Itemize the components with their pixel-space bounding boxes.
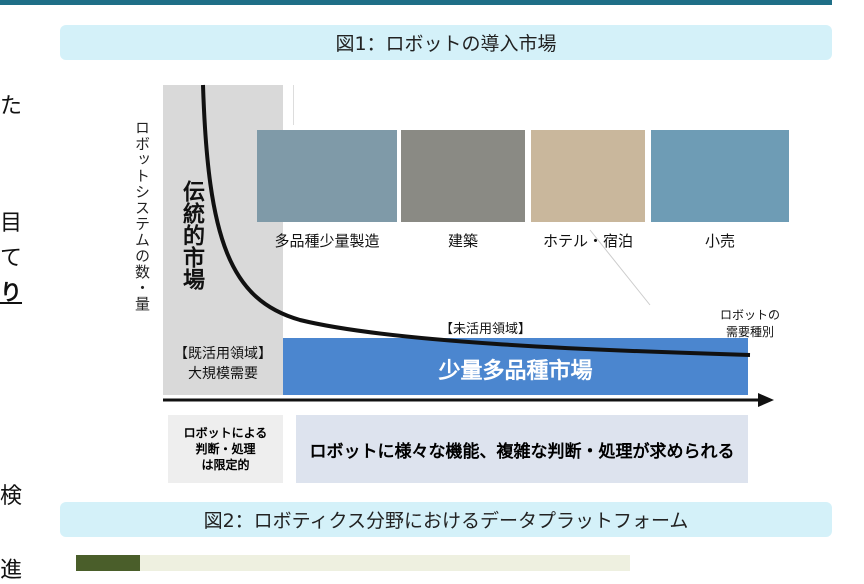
photo-construction	[401, 130, 525, 222]
photo-label: 小売	[704, 232, 735, 250]
photo-label: 建築	[447, 232, 478, 250]
x-axis-label: ロボットの需要種別	[719, 308, 780, 339]
top-bar	[0, 0, 832, 5]
figure2-title: 図2：ロボティクス分野におけるデータプラットフォーム	[60, 502, 832, 537]
photo-hotel	[531, 130, 645, 222]
demand-curve	[163, 84, 774, 407]
limited-processing-box: ロボットによる判断・処理は限定的	[168, 415, 283, 483]
side-text: 検	[0, 484, 23, 509]
traditional-market-label: 伝統的市場	[179, 180, 204, 290]
y-axis-label: ロボットシステムの数・量	[133, 120, 151, 312]
photo-label: ホテル・宿泊	[542, 232, 633, 250]
small-lot-area	[283, 338, 748, 395]
side-text: た	[0, 94, 23, 119]
photo-label: 多品種少量製造	[274, 232, 380, 250]
side-text: 目	[0, 211, 23, 236]
side-text: て	[0, 246, 23, 271]
side-text: り	[0, 281, 23, 306]
figure1-title: 図1：ロボットの導入市場	[60, 25, 832, 60]
small-lot-market-label: 少量多品種市場	[438, 359, 593, 384]
photo-retail	[651, 130, 789, 222]
side-text: 進	[0, 558, 23, 583]
existing-area-label: 【既活用領域】	[174, 346, 272, 362]
figure2-block	[76, 555, 140, 571]
photo-manufacturing	[257, 130, 397, 222]
complex-demand-box: ロボットに様々な機能、複雑な判断・処理が求められる	[296, 415, 748, 483]
unused-area-label: 【未活用領域】	[440, 322, 532, 337]
large-demand-label: 大規模需要	[188, 366, 258, 382]
figure2-panel	[140, 555, 630, 571]
